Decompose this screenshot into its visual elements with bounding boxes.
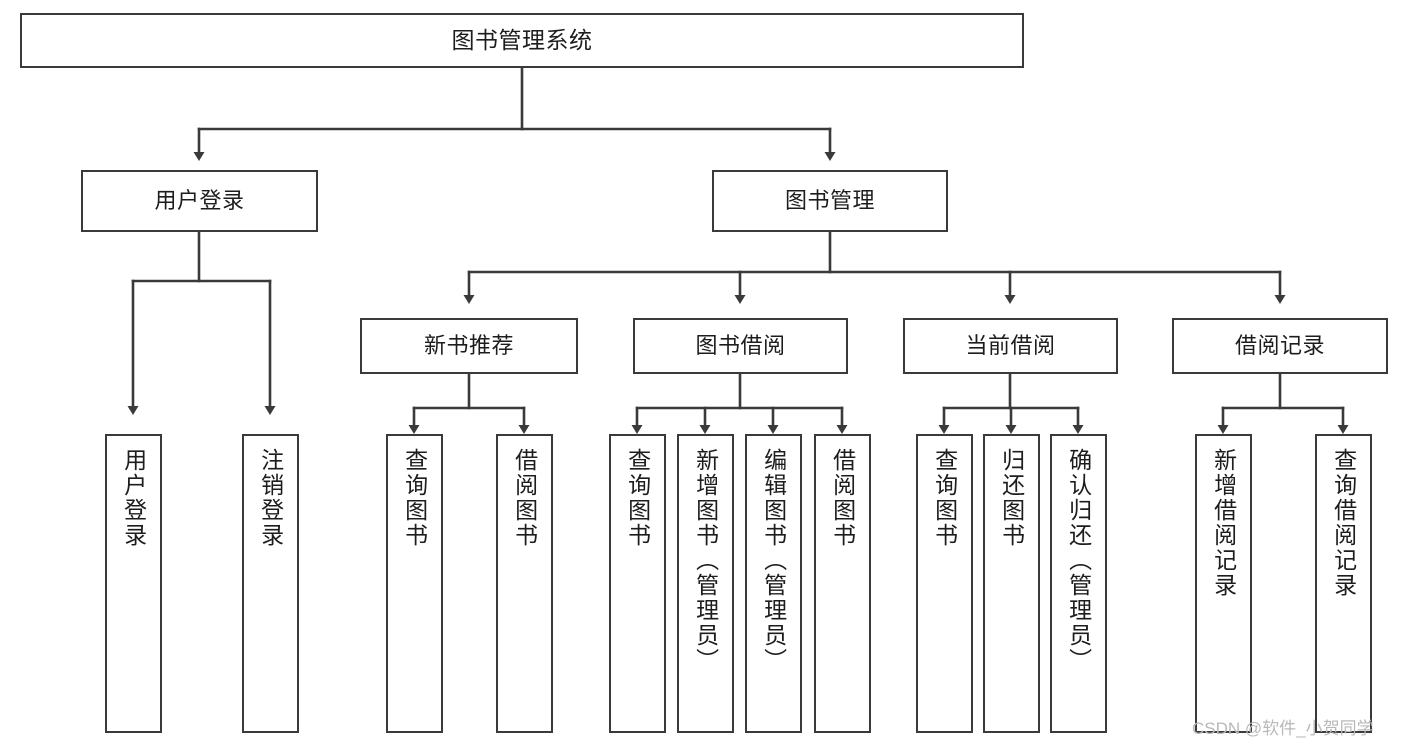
node-book-management[interactable]: 图书管理 bbox=[712, 170, 948, 232]
watermark-text: CSDN @软件_小贺同学 bbox=[1192, 719, 1374, 738]
node-label: 编辑图书（管理员） bbox=[760, 448, 787, 673]
node-leaf-borrow-book[interactable]: 借阅图书 bbox=[814, 434, 871, 733]
node-new-book-recommendation[interactable]: 新书推荐 bbox=[360, 318, 578, 374]
node-borrow-record[interactable]: 借阅记录 bbox=[1172, 318, 1388, 374]
node-label: 图书管理系统 bbox=[451, 26, 593, 53]
node-leaf-return-book[interactable]: 归还图书 bbox=[983, 434, 1040, 733]
node-user-login[interactable]: 用户登录 bbox=[81, 170, 318, 232]
node-label: 借阅图书 bbox=[829, 448, 856, 548]
node-label: 查询图书 bbox=[624, 448, 651, 548]
node-label: 借阅图书 bbox=[511, 448, 538, 548]
node-label: 归还图书 bbox=[998, 448, 1025, 548]
node-label: 查询图书 bbox=[931, 448, 958, 548]
node-label: 新增图书（管理员） bbox=[692, 448, 719, 673]
node-leaf-user-login[interactable]: 用户登录 bbox=[105, 434, 162, 733]
node-label: 新书推荐 bbox=[423, 333, 514, 359]
node-label: 确认归还（管理员） bbox=[1065, 448, 1092, 673]
node-current-borrow[interactable]: 当前借阅 bbox=[903, 318, 1118, 374]
node-label: 查询图书 bbox=[401, 448, 428, 548]
node-leaf-query-book-current[interactable]: 查询图书 bbox=[916, 434, 973, 733]
node-leaf-borrow-book-recommend[interactable]: 借阅图书 bbox=[496, 434, 553, 733]
node-leaf-logout[interactable]: 注销登录 bbox=[242, 434, 299, 733]
node-leaf-add-book-admin[interactable]: 新增图书（管理员） bbox=[677, 434, 734, 733]
node-label: 用户登录 bbox=[120, 448, 147, 548]
node-book-management-system[interactable]: 图书管理系统 bbox=[20, 13, 1024, 68]
node-leaf-edit-book-admin[interactable]: 编辑图书（管理员） bbox=[745, 434, 802, 733]
node-label: 新增借阅记录 bbox=[1210, 448, 1237, 598]
node-leaf-add-borrow-record[interactable]: 新增借阅记录 bbox=[1195, 434, 1252, 733]
node-leaf-confirm-return-admin[interactable]: 确认归还（管理员） bbox=[1050, 434, 1107, 733]
node-label: 图书借阅 bbox=[695, 333, 786, 359]
node-leaf-query-borrow-record[interactable]: 查询借阅记录 bbox=[1315, 434, 1372, 733]
node-label: 图书管理 bbox=[784, 188, 875, 214]
node-label: 用户登录 bbox=[154, 188, 245, 214]
node-label: 注销登录 bbox=[257, 448, 284, 548]
node-leaf-query-book-borrow[interactable]: 查询图书 bbox=[609, 434, 666, 733]
node-label: 当前借阅 bbox=[965, 333, 1056, 359]
node-label: 借阅记录 bbox=[1234, 333, 1325, 359]
node-book-borrow[interactable]: 图书借阅 bbox=[633, 318, 848, 374]
node-leaf-query-book-recommend[interactable]: 查询图书 bbox=[386, 434, 443, 733]
node-label: 查询借阅记录 bbox=[1330, 448, 1357, 598]
